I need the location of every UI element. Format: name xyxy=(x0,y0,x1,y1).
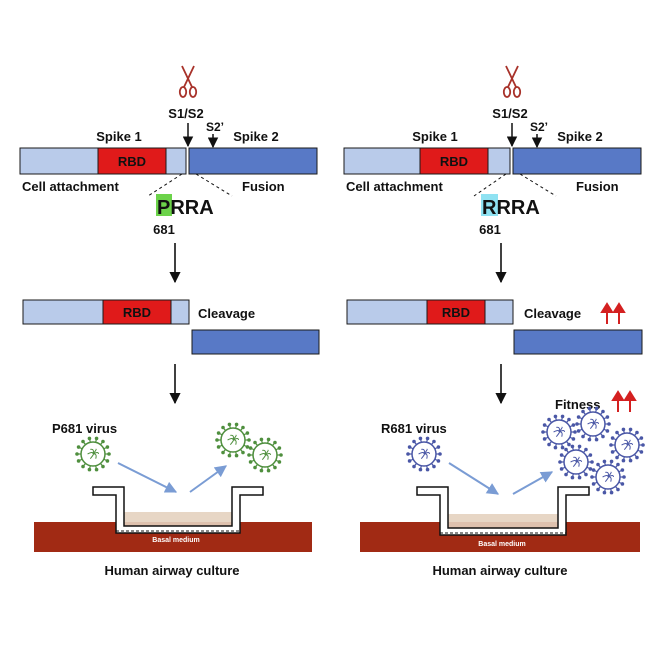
basal-medium-label: Basal medium xyxy=(478,541,525,548)
fusion-label: Fusion xyxy=(576,179,619,194)
zoom-line-left xyxy=(147,173,183,197)
rbd-domain xyxy=(419,147,489,175)
rbd-fragment-label: RBD xyxy=(442,305,470,320)
s2prime-site-label: S2’ xyxy=(206,120,224,134)
r681-virus-label: R681 virus xyxy=(381,421,447,436)
s2-domain-bar xyxy=(512,147,642,175)
rbd-fragment xyxy=(426,299,486,325)
spike1-label: Spike 1 xyxy=(412,129,458,144)
p681-virus-icon xyxy=(247,437,283,473)
release-arrow xyxy=(512,471,554,495)
p681-highlight xyxy=(156,194,172,216)
s2-fragment xyxy=(191,329,320,355)
airway-epithelium xyxy=(446,514,564,528)
rbd-label: RBD xyxy=(440,154,468,169)
r681-virus-icon xyxy=(406,436,442,472)
r681-virus-icon xyxy=(590,459,626,495)
cleavage-label: Cleavage xyxy=(524,306,581,321)
r681-virus-icon xyxy=(609,427,645,463)
spike2-label: Spike 2 xyxy=(233,129,279,144)
s2-domain-bar xyxy=(188,147,318,175)
cell-attachment-label: Cell attachment xyxy=(346,179,443,194)
cell-attachment-label: Cell attachment xyxy=(22,179,119,194)
p681-virus-icon xyxy=(75,436,111,472)
cleavage-motif: PRRA xyxy=(157,197,214,219)
scissors-icon xyxy=(178,65,198,98)
fusion-label: Fusion xyxy=(242,179,285,194)
up-arrow-icon xyxy=(600,302,614,324)
spike2-label: Spike 2 xyxy=(557,129,603,144)
fitness-label: Fitness xyxy=(555,397,601,412)
transwell-insert xyxy=(416,486,590,536)
left-panel: S1/S2 S2’ Spike 1 Spike 2 RBD Cell attac… xyxy=(19,65,320,578)
s2-fragment xyxy=(513,329,643,355)
culture-label: Human airway culture xyxy=(104,563,239,578)
r681-highlight xyxy=(481,194,498,216)
scissors-icon xyxy=(502,65,522,98)
r681-virus-icon xyxy=(541,414,577,450)
cleavage-label: Cleavage xyxy=(198,306,255,321)
rbd-fragment-label: RBD xyxy=(123,305,151,320)
culture-label: Human airway culture xyxy=(432,563,567,578)
release-arrow xyxy=(189,465,227,493)
right-panel: S1/S2 S2’ Spike 1 Spike 2 RBD Cell attac… xyxy=(343,65,645,578)
p681-virus-icon xyxy=(215,422,251,458)
up-arrow-icon xyxy=(623,390,637,412)
residue-position: 681 xyxy=(153,222,175,237)
residue-position: 681 xyxy=(479,222,501,237)
up-arrow-icon xyxy=(612,302,626,324)
s1s2-site-label: S1/S2 xyxy=(168,106,203,121)
entry-arrow xyxy=(117,462,178,493)
up-arrow-icon xyxy=(611,390,625,412)
s2prime-site-label: S2’ xyxy=(530,120,548,134)
zoom-line-left xyxy=(473,173,507,197)
cleavage-motif: RRRA xyxy=(482,197,540,219)
rbd-label: RBD xyxy=(118,154,146,169)
spike1-label: Spike 1 xyxy=(96,129,142,144)
zoom-line-right xyxy=(195,173,233,197)
transwell-insert xyxy=(92,486,264,534)
p681-virus-label: P681 virus xyxy=(52,421,117,436)
airway-epithelium xyxy=(120,512,236,526)
r681-virus-icon xyxy=(575,406,611,442)
zoom-line-right xyxy=(519,173,557,197)
rbd-domain xyxy=(97,147,167,175)
basal-medium-label: Basal medium xyxy=(152,537,199,544)
entry-arrow xyxy=(448,462,500,495)
s1s2-site-label: S1/S2 xyxy=(492,106,527,121)
r681-virus-icon xyxy=(558,444,594,480)
rbd-fragment xyxy=(102,299,172,325)
